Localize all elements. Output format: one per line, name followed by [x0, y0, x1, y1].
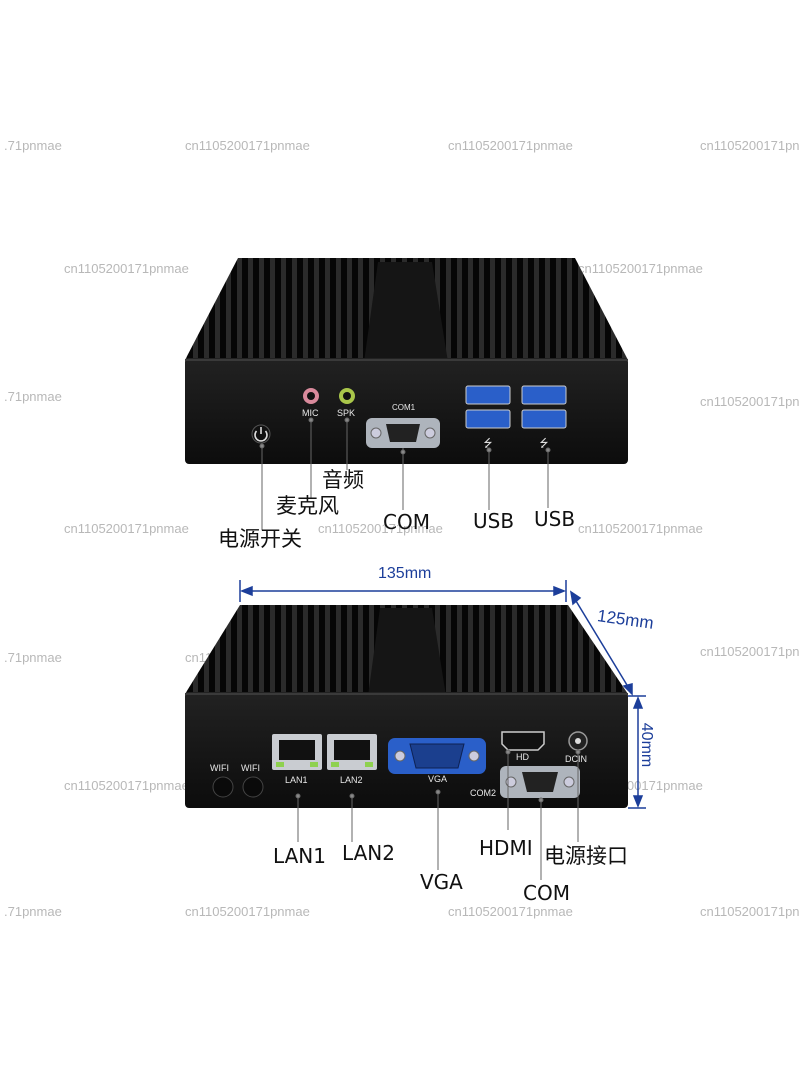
callout-audio: 音频: [322, 468, 364, 492]
hd-port-label: HD: [516, 752, 529, 762]
watermark: cn1105200171pnmae: [448, 138, 573, 153]
callout-power-jack: 电源接口: [544, 844, 628, 868]
vga-port: [388, 738, 486, 774]
callout-lan1: LAN1: [273, 844, 326, 868]
usb-port-stack-2: ⭍: [521, 385, 567, 450]
lan1-port-label: LAN1: [285, 775, 308, 785]
spk-jack: [339, 388, 355, 404]
mic-port-label: MIC: [302, 408, 319, 418]
callout-usb-1: USB: [473, 509, 515, 533]
watermark: cn1105200171pnmae: [700, 394, 800, 409]
watermark: cn1105200171pnmae: [700, 904, 800, 919]
callout-lan2: LAN2: [342, 841, 395, 865]
mic-jack: [303, 388, 319, 404]
watermark: .71pnmae: [4, 138, 62, 153]
watermark: cn1105200171pnmae: [64, 521, 189, 536]
power-button[interactable]: [251, 424, 271, 444]
heatsink-center-channel: [364, 262, 448, 362]
wifi-1-label: WIFI: [210, 763, 229, 773]
watermark: cn1105200171pnmae: [64, 261, 189, 276]
watermark: cn1105200171pnmae: [700, 138, 800, 153]
watermark: cn1105200171pnmae: [64, 778, 189, 793]
callout-usb-2: USB: [534, 507, 576, 531]
watermark: .71pnmae: [4, 904, 62, 919]
com2-port-label: COM2: [470, 788, 497, 798]
watermark: .71pnmae: [4, 389, 62, 404]
callout-vga: VGA: [420, 870, 463, 894]
dimension-height: 40mm: [638, 722, 656, 768]
watermark: cn1105200171pnmae: [578, 521, 703, 536]
callout-com: COM: [383, 510, 430, 534]
vga-port-label: VGA: [428, 774, 448, 784]
heatsink-center-channel: [368, 608, 446, 696]
com2-port: [500, 766, 580, 798]
spk-port-label: SPK: [337, 408, 356, 418]
lan1-port: [272, 734, 322, 770]
callout-microphone: 麦克风: [276, 494, 339, 518]
watermark: .71pnmae: [4, 650, 62, 665]
watermark: cn1105200171pnmae: [700, 644, 800, 659]
usb-port-stack-1: ⭍: [465, 385, 511, 450]
wifi-2-label: WIFI: [241, 763, 260, 773]
lan2-port: [327, 734, 377, 770]
watermark: cn1105200171pnmae: [185, 904, 310, 919]
dimension-lines: [239, 580, 646, 809]
watermark: cn1105200171pnmae: [578, 261, 703, 276]
dcin-port-label: DCIN: [565, 754, 587, 764]
dimension-width: 135mm: [378, 565, 432, 582]
usb-symbol-icon: ⭍: [483, 437, 492, 450]
callout-com-bottom: COM: [523, 881, 570, 905]
hdmi-port: [501, 731, 545, 751]
front-panel: [185, 358, 628, 464]
watermark: cn1105200171pnmae: [318, 521, 443, 536]
wifi-antenna-mount: [242, 776, 264, 798]
watermark: cn1105200171pnmae: [185, 138, 310, 153]
watermark: cn1105200171pnmae: [448, 904, 573, 919]
lan2-port-label: LAN2: [340, 775, 363, 785]
callout-power-switch: 电源开关: [218, 527, 302, 551]
com1-port-label: COM1: [392, 403, 416, 412]
callout-hdmi: HDMI: [479, 836, 533, 860]
usb-symbol-icon: ⭍: [539, 437, 548, 450]
dc-in-jack: [568, 731, 588, 751]
com1-port: [366, 418, 440, 448]
wifi-antenna-mount: [212, 776, 234, 798]
